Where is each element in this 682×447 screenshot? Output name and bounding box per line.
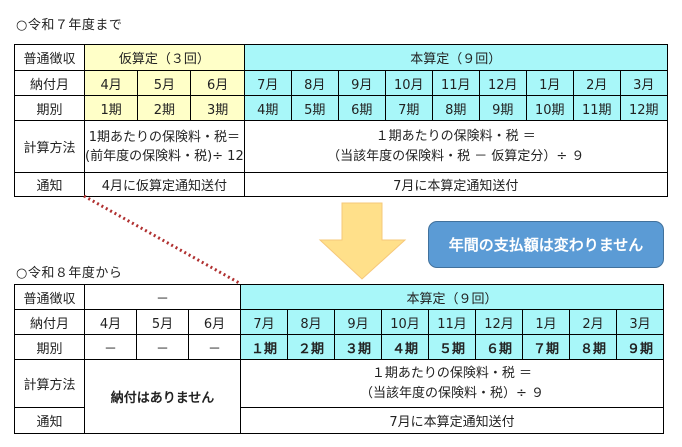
final-formula-line1: １期あたりの保険料・税 ＝ [371,365,533,381]
label-months: 納付月 [14,309,85,335]
period-cell: 8期 [431,95,480,121]
month-cell: 9月 [334,309,382,335]
month-cell: 2月 [572,70,621,96]
month-cell: 5月 [136,309,189,335]
down-arrow-icon [318,202,407,280]
period-cell: 5期 [290,95,339,121]
provisional-formula-line2: (前年度の保険料・税)÷ 12 [85,148,244,164]
month-cell: 4月 [84,309,137,335]
month-cell: 8月 [287,309,335,335]
final-formula-line1: １期あたりの保険料・税 ＝ [375,128,536,144]
provisional-formula-line1: 1期あたりの保険料・税＝ [88,129,240,145]
month-cell: 11月 [428,309,476,335]
period-cell: － [188,334,241,360]
month-cell: 1月 [522,309,570,335]
period-cell: 10期 [525,95,574,121]
period-cell: ３期 [334,334,382,360]
row-notice: 通知 4月に仮算定通知送付 7月に本算定通知送付 [14,172,668,197]
period-cell: 9期 [478,95,527,121]
final-formula: １期あたりの保険料・税 ＝ （当該年度の保険料・税 － 仮算定分）÷ ９ [243,120,668,173]
period-cell: 1期 [83,95,139,121]
month-cell: 10月 [384,70,433,96]
row-months: 納付月 4月 5月 6月 7月 8月 9月 10月 11月 12月 1月 2月 … [14,309,664,335]
month-cell: 6月 [188,309,241,335]
month-cell: 9月 [337,70,386,96]
period-cell: 2期 [137,95,192,121]
heading-before: ○令和７年度まで [16,18,123,33]
period-cell: 7期 [384,95,433,121]
month-cell: 7月 [243,70,292,96]
month-cell: 3月 [616,309,664,335]
label-notice: 通知 [14,407,85,434]
label-months: 納付月 [14,70,85,96]
period-cell: ２期 [287,334,335,360]
month-cell: 1月 [525,70,574,96]
final-formula-line2: （当該年度の保険料・税 － 仮算定分）÷ ９ [327,148,585,164]
month-cell: 12月 [478,70,527,96]
provisional-notice: 4月に仮算定通知送付 [84,172,245,197]
period-cell: １期 [240,334,288,360]
period-cell: ６期 [475,334,523,360]
month-cell: 12月 [475,309,523,335]
period-cell: 11期 [572,95,621,121]
row-method: 計算方法 1期あたりの保険料・税＝ (前年度の保険料・税)÷ 12 １期あたりの… [14,120,668,173]
label-collection: 普通徴収 [14,284,85,310]
period-cell: ８期 [569,334,617,360]
period-cell: ４期 [381,334,429,360]
final-formula: １期あたりの保険料・税 ＝ （当該年度の保険料・税）÷ ９ [240,359,664,408]
month-cell: 7月 [240,309,288,335]
final-header: 本算定（９回） [243,44,668,71]
month-cell: 6月 [190,70,245,96]
table-before: 普通徴収 仮算定（３回） 本算定（９回） 納付月 4月 5月 6月 7月 8月 … [14,44,668,197]
period-cell: 6期 [337,95,386,121]
no-payment-note: 納付はありません [84,359,241,434]
period-cell: 12期 [619,95,668,121]
provisional-header: 仮算定（３回） [84,44,245,71]
row-collection: 普通徴収 － 本算定（９回） [14,284,664,310]
label-collection: 普通徴収 [14,44,85,71]
month-cell: 4月 [83,70,139,96]
row-method: 計算方法 納付はありません １期あたりの保険料・税 ＝ （当該年度の保険料・税）… [14,359,664,434]
row-collection: 普通徴収 仮算定（３回） 本算定（９回） [14,44,668,71]
month-cell: 11月 [431,70,480,96]
period-cell: － [136,334,189,360]
row-periods: 期別 1期 2期 3期 4期 5期 6期 7期 8期 9期 10期 11期 12… [14,95,668,121]
month-cell: 2月 [569,309,617,335]
label-periods: 期別 [14,334,85,360]
provisional-header: － [84,284,241,310]
month-cell: 8月 [290,70,339,96]
final-notice: 7月に本算定通知送付 [240,407,664,434]
month-cell: 5月 [137,70,192,96]
label-periods: 期別 [14,95,85,121]
month-cell: 10月 [381,309,429,335]
period-cell: ９期 [616,334,664,360]
final-header: 本算定（９回） [240,284,664,310]
final-formula-line2: （当該年度の保険料・税）÷ ９ [359,385,545,401]
final-notice: 7月に本算定通知送付 [243,172,668,197]
period-cell: ７期 [522,334,570,360]
table-after: 普通徴収 － 本算定（９回） 納付月 4月 5月 6月 7月 8月 9月 10月… [14,284,664,434]
period-cell: 3期 [190,95,245,121]
provisional-formula: 1期あたりの保険料・税＝ (前年度の保険料・税)÷ 12 [84,120,245,173]
label-method: 計算方法 [14,120,85,173]
heading-after: ○令和８年度から [16,266,123,281]
label-notice: 通知 [14,172,85,197]
period-cell: 4期 [243,95,292,121]
row-months: 納付月 4月 5月 6月 7月 8月 9月 10月 11月 12月 1月 2月 … [14,70,668,96]
period-cell: ５期 [428,334,476,360]
label-method: 計算方法 [14,359,85,408]
callout-no-change: 年間の支払額は変わりません [428,221,664,268]
period-cell: － [84,334,137,360]
month-cell: 3月 [619,70,668,96]
row-notice: 通知 7月に本算定通知送付 [14,407,664,434]
row-periods: 期別 － － － １期 ２期 ３期 ４期 ５期 ６期 ７期 ８期 ９期 [14,334,664,360]
